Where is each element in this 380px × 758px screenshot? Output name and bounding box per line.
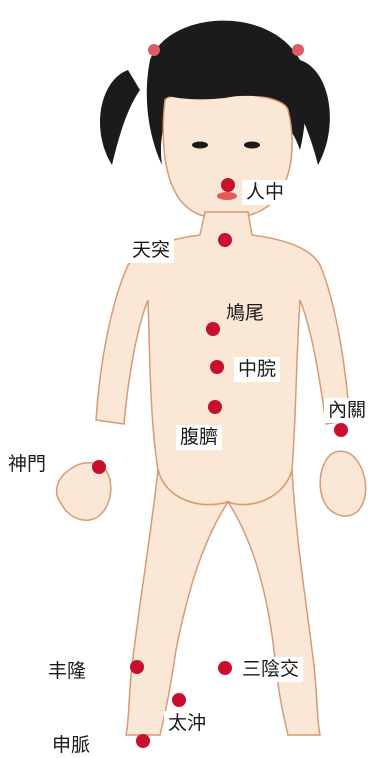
label-tiantu: 天突 <box>128 238 174 263</box>
point-shenmen <box>92 460 106 474</box>
label-sanyinjiao: 三陰交 <box>238 657 303 682</box>
point-renzhong <box>221 178 235 192</box>
point-fenglong <box>130 660 144 674</box>
legs <box>126 470 320 735</box>
point-sanyinjiao <box>218 661 232 675</box>
point-tiantu <box>218 233 232 247</box>
label-shenmen: 神門 <box>4 452 50 477</box>
label-neiguan: 內關 <box>324 398 370 423</box>
label-fuqi: 腹臍 <box>176 425 222 450</box>
point-neiguan <box>334 423 348 437</box>
point-fuqi <box>208 400 222 414</box>
label-shenmai: 申脈 <box>48 733 94 758</box>
label-zhongwan: 中脘 <box>234 357 280 382</box>
point-taichong <box>172 693 186 707</box>
label-taichong: 太沖 <box>164 711 210 736</box>
label-fenglong: 丰隆 <box>44 659 90 684</box>
point-jiuwei <box>206 322 220 336</box>
point-zhongwan <box>210 360 224 374</box>
label-jiuwei: 鳩尾 <box>222 301 268 326</box>
label-renzhong: 人中 <box>242 180 288 205</box>
point-shenmai <box>136 734 150 748</box>
